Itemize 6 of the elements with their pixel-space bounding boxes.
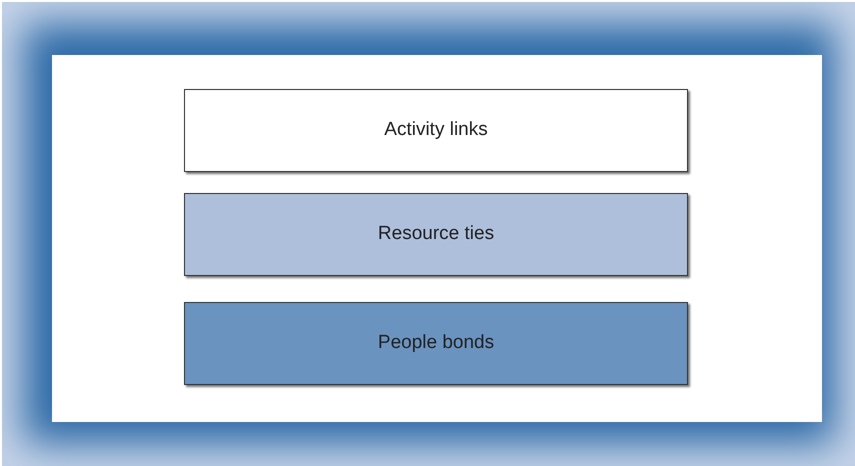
layer-box — [184, 193, 688, 276]
layer-box — [184, 89, 688, 172]
box-label: People bonds — [378, 331, 494, 356]
box-label: Resource ties — [378, 222, 494, 246]
box-label: Activity links — [384, 118, 488, 142]
layer-box — [184, 302, 688, 385]
